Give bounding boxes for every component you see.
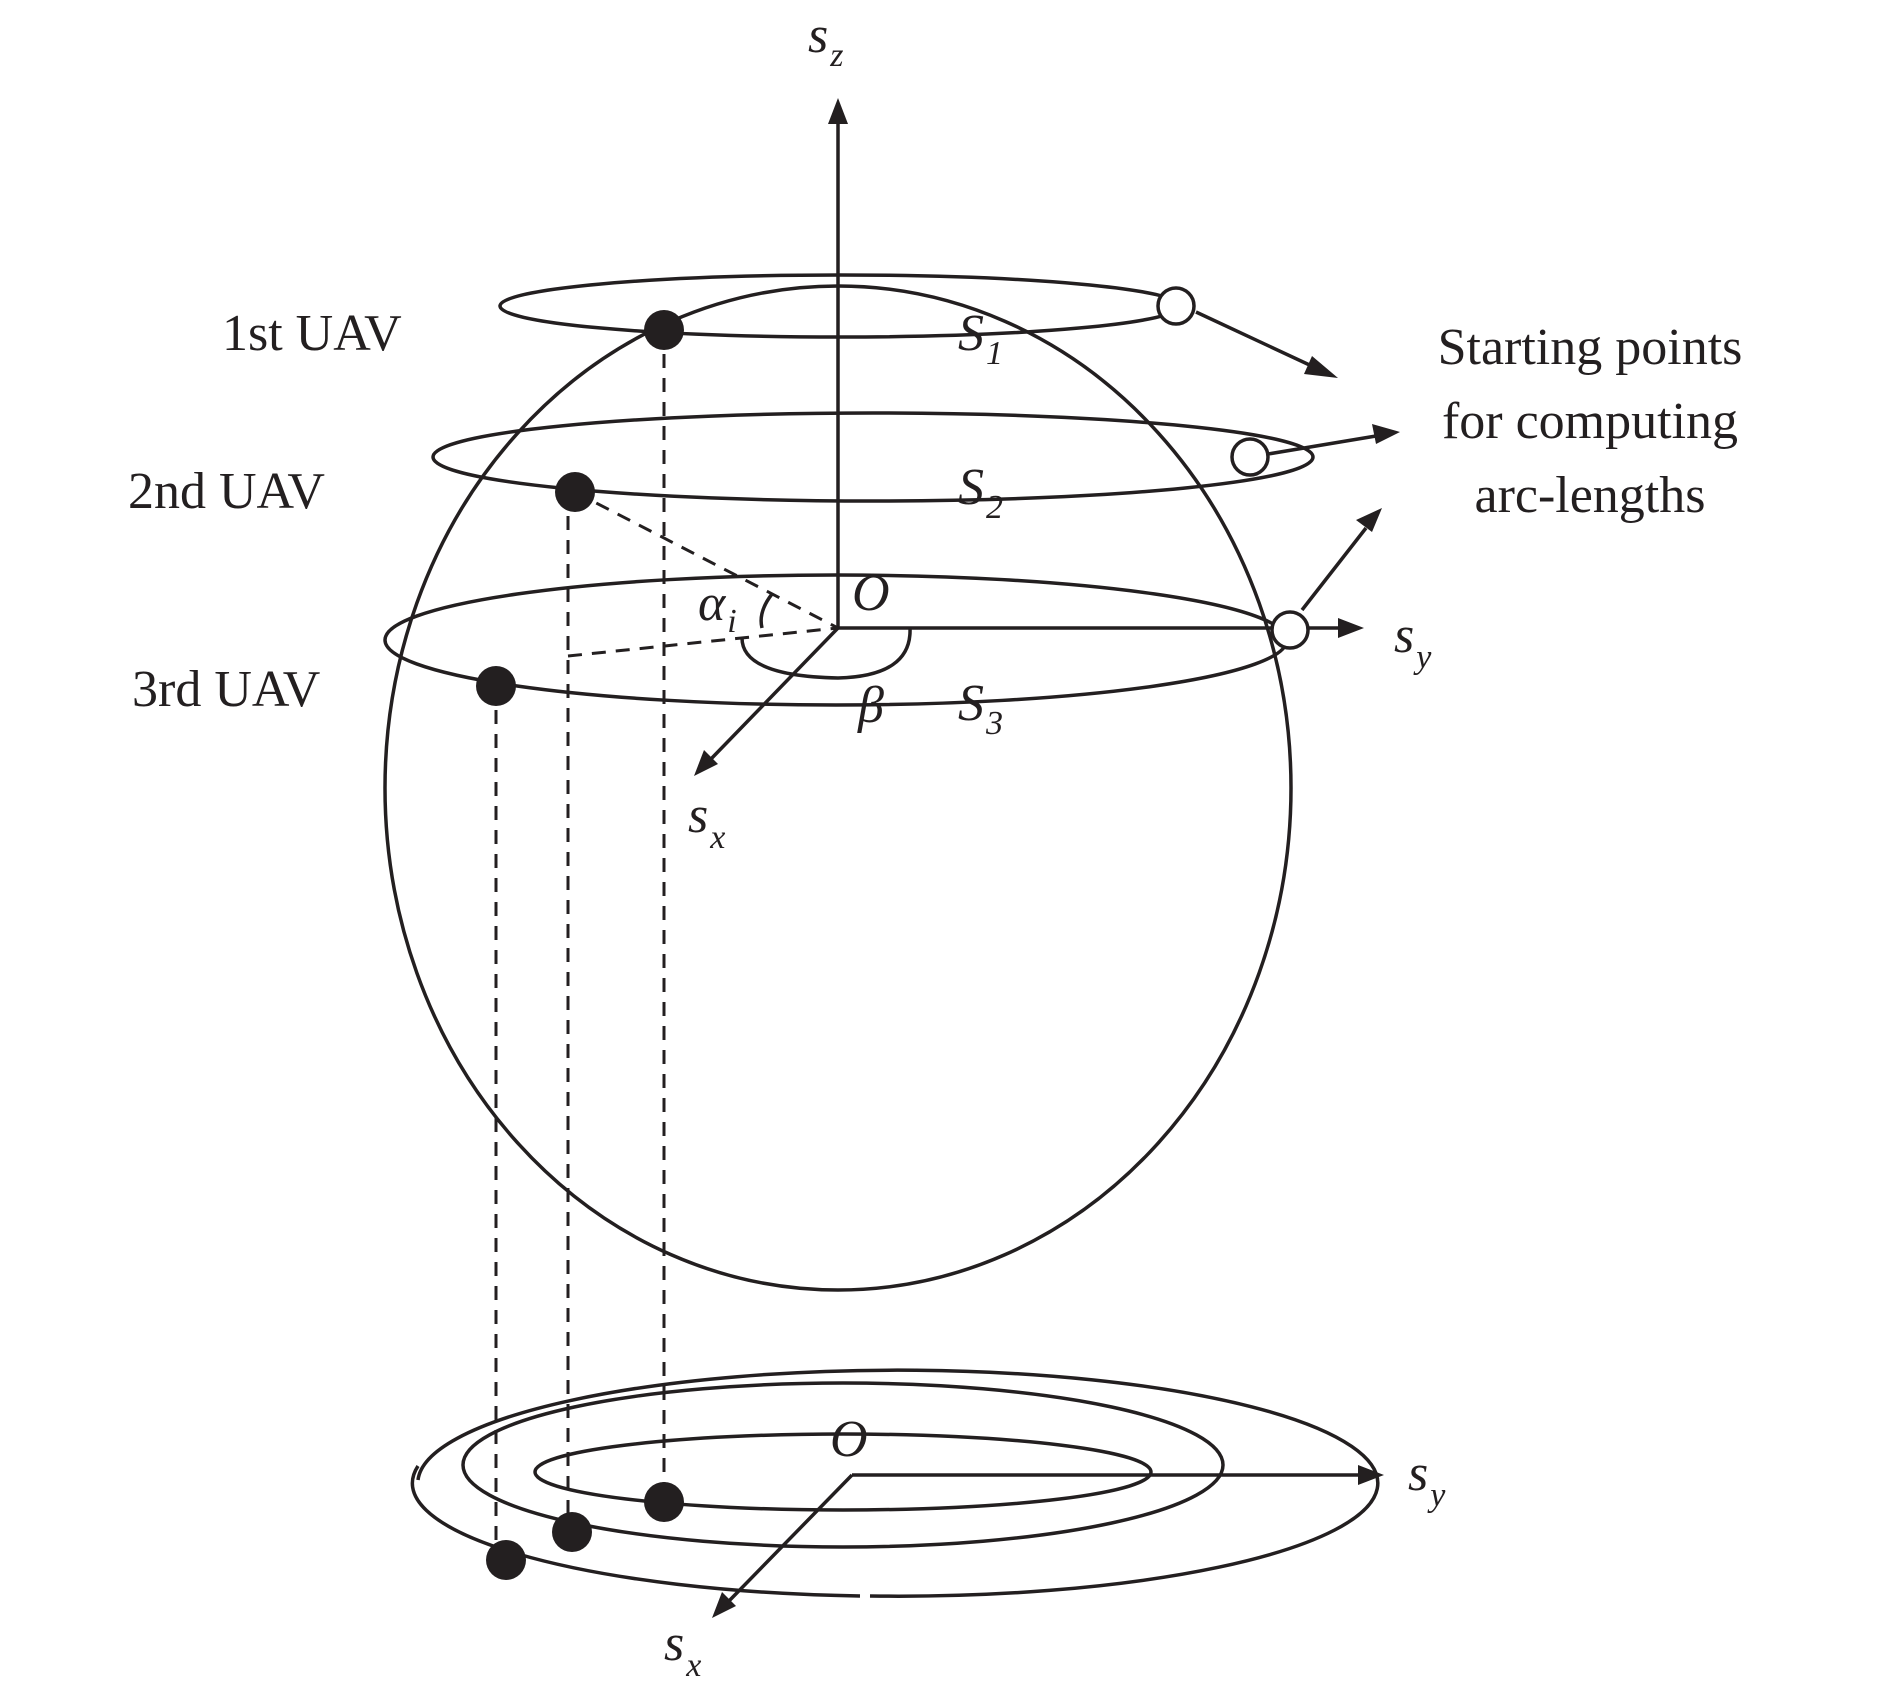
y-axis-arrowhead <box>1338 618 1364 638</box>
start-point-s2 <box>1230 437 1270 477</box>
start-arrow-1-line <box>1195 310 1317 370</box>
circle-s3-label: S3 <box>958 675 1003 742</box>
bottom-y-axis-arrowhead <box>1358 1465 1384 1485</box>
x-axis-line <box>708 626 840 762</box>
bottom-y-axis-label: sy <box>1408 1445 1446 1514</box>
circle-s2 <box>431 411 1315 503</box>
beta-angle-label: β <box>857 677 884 734</box>
annotation-line-1: Starting points <box>1438 319 1743 376</box>
alpha-angle-arc <box>759 592 774 629</box>
projection-dashed-line <box>567 626 839 658</box>
z-axis-arrowhead <box>828 98 848 124</box>
radius-dashed-line <box>574 490 839 630</box>
bottom-x-axis-arrowhead <box>712 1592 736 1618</box>
z-axis-label: sz <box>808 7 843 74</box>
uav2-marker <box>555 472 595 512</box>
start-arrow-2-line <box>1267 434 1377 456</box>
x-axis-label: sx <box>688 787 725 856</box>
x-axis-arrowhead <box>694 750 718 776</box>
start-arrow-2-head <box>1372 424 1400 444</box>
start-arrow-3-line <box>1300 526 1368 612</box>
uav2-label: 2nd UAV <box>128 463 325 520</box>
uav1-marker <box>644 310 684 350</box>
bottom-ellipse-outer <box>410 1368 1380 1598</box>
circle-s1-label: S1 <box>958 305 1003 372</box>
start-arrow-3-head <box>1356 508 1382 532</box>
circle-s3 <box>383 573 1289 707</box>
uav3-marker <box>476 666 516 706</box>
start-arrow-1-head <box>1304 356 1338 378</box>
bottom-ellipse-inner <box>533 1432 1153 1512</box>
y-axis-label: sy <box>1394 607 1432 676</box>
beta-angle-arc <box>740 627 912 680</box>
circle-s2-label: S2 <box>958 459 1003 526</box>
alpha-angle-label: αi <box>698 575 737 640</box>
uav1-label: 1st UAV <box>222 305 402 362</box>
start-point-s3 <box>1270 610 1310 650</box>
bottom-x-axis-label: sx <box>664 1615 701 1684</box>
origin-label: O <box>852 565 890 622</box>
uav3-label: 3rd UAV <box>132 661 320 718</box>
start-point-s1 <box>1156 286 1196 326</box>
bottom-ellipse-middle <box>461 1381 1225 1549</box>
uav1-projection-marker <box>644 1482 684 1522</box>
uav2-projection-marker <box>552 1512 592 1552</box>
annotation-line-3: arc-lengths <box>1474 467 1705 524</box>
annotation-line-2: for computing <box>1442 393 1738 450</box>
uav3-projection-marker <box>486 1540 526 1580</box>
bottom-x-axis-line <box>726 1473 854 1604</box>
bottom-origin-label: O <box>830 1411 868 1468</box>
